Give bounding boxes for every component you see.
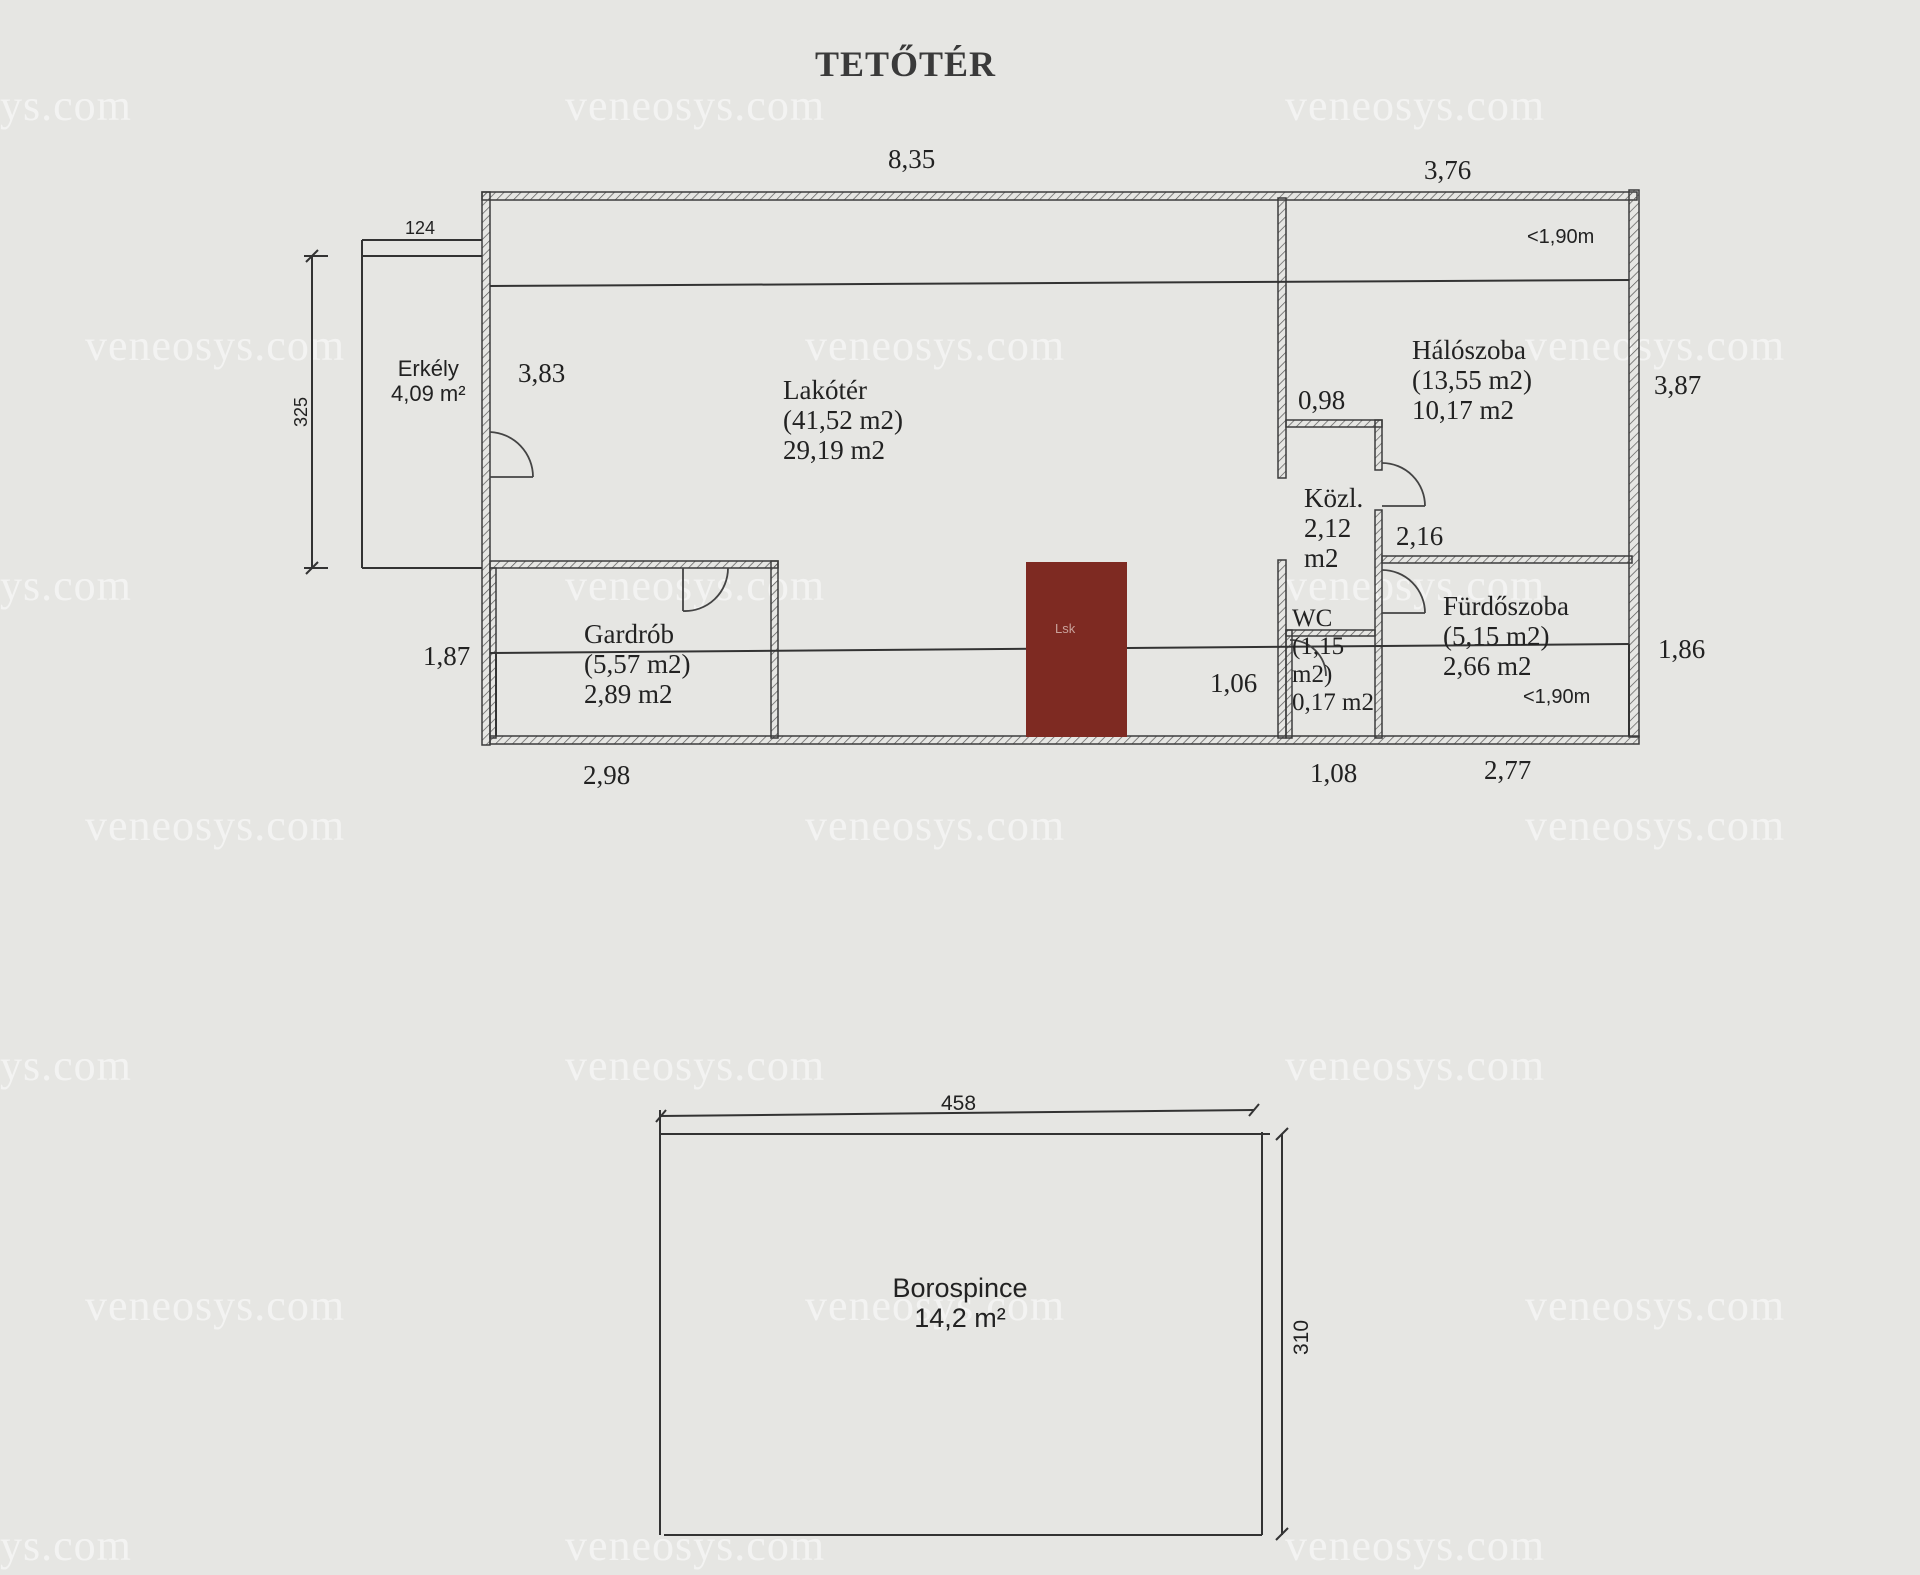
watermark: ys.com	[0, 81, 132, 130]
room-corridor: Közl. 2,12 m2	[1304, 483, 1363, 574]
cellar-width: 458	[941, 1092, 977, 1115]
room-balcony-name: Erkély	[397, 356, 459, 381]
room-bedroom-name: Hálószoba	[1412, 335, 1526, 365]
room-balcony-area: 4,09 m²	[391, 380, 466, 406]
watermark: veneosys.com	[565, 81, 826, 130]
dim-left-upper: 3,83	[518, 358, 566, 388]
stair-block	[1026, 562, 1127, 737]
height-note-bottom: <1,90m	[1523, 686, 1591, 708]
room-wc-gross-1: (1,15	[1292, 633, 1345, 660]
cellar-name: Borospince	[892, 1273, 1028, 1303]
dim-corridor-length: 2,16	[1396, 521, 1444, 551]
dim-right-upper: 3,87	[1654, 370, 1702, 400]
room-bedroom: Hálószoba (13,55 m2) 10,17 m2	[1412, 335, 1532, 426]
room-bedroom-gross: (13,55 m2)	[1412, 365, 1532, 396]
watermark: veneosys.com	[1285, 1521, 1546, 1570]
dim-bottom-right: 2,77	[1484, 755, 1532, 785]
watermark: ys.com	[0, 1521, 132, 1570]
dim-balcony-width: 124	[405, 218, 436, 238]
watermark: veneosys.com	[1285, 1041, 1546, 1090]
watermark: veneosys.com	[1285, 81, 1546, 130]
balcony	[304, 239, 482, 575]
room-bedroom-net: 10,17 m2	[1412, 395, 1515, 426]
door-swings	[489, 431, 1426, 677]
room-balcony: Erkély 4,09 m²	[391, 356, 466, 406]
room-wardrobe: Gardrób (5,57 m2) 2,89 m2	[584, 619, 690, 710]
cellar-area: 14,2 m²	[914, 1303, 1006, 1334]
watermark: ys.com	[0, 561, 132, 610]
room-corridor-area-2: m2	[1304, 543, 1339, 574]
dim-bottom-mid: 1,08	[1310, 758, 1358, 788]
watermark: veneosys.com	[805, 1281, 1066, 1330]
room-living: Lakótér (41,52 m2) 29,19 m2	[783, 375, 903, 466]
room-bathroom: Fürdőszoba (5,15 m2) 2,66 m2	[1443, 591, 1569, 682]
room-wc-name: WC	[1292, 605, 1333, 632]
watermark: veneosys.com	[1525, 1281, 1786, 1330]
stair-label: Lsk	[1055, 621, 1076, 636]
watermark: veneosys.com	[805, 321, 1066, 370]
dim-corridor-width: 0,98	[1298, 385, 1346, 415]
watermark: veneosys.com	[85, 801, 346, 850]
room-living-gross: (41,52 m2)	[783, 405, 903, 436]
room-bathroom-name: Fürdőszoba	[1443, 591, 1569, 621]
watermark: veneosys.com	[565, 561, 826, 610]
room-corridor-name: Közl.	[1304, 483, 1364, 513]
dim-top-right: 3,76	[1424, 155, 1472, 185]
watermark: veneosys.com	[805, 801, 1066, 850]
cellar-label: Borospince 14,2 m²	[860, 1273, 1060, 1333]
page-title: TETŐTÉR	[815, 44, 997, 84]
room-corridor-area-1: 2,12	[1304, 513, 1352, 544]
watermark: veneosys.com	[565, 1041, 826, 1090]
room-wardrobe-name: Gardrób	[584, 619, 674, 649]
dim-balcony-depth: 325	[291, 396, 311, 427]
dim-bottom-left: 2,98	[583, 760, 631, 790]
height-note-top: <1,90m	[1527, 226, 1595, 248]
cellar-outline	[655, 1103, 1289, 1541]
cellar-depth: 310	[1290, 1319, 1313, 1355]
dim-left-lower: 1,87	[423, 641, 471, 671]
watermark: veneosys.com	[1525, 801, 1786, 850]
room-bathroom-net: 2,66 m2	[1443, 651, 1532, 682]
watermark: veneosys.com	[85, 321, 346, 370]
dim-inner-lower: 1,06	[1210, 668, 1258, 698]
watermark: veneosys.com	[85, 1281, 346, 1330]
watermark: veneosys.com	[1525, 321, 1786, 370]
dim-top-left: 8,35	[888, 144, 936, 174]
room-wardrobe-gross: (5,57 m2)	[584, 649, 691, 680]
room-wc-gross-2: m2)	[1292, 661, 1333, 688]
dim-right-lower: 1,86	[1658, 634, 1706, 664]
room-wc-net: 0,17 m2	[1292, 689, 1374, 716]
watermark: veneosys.com	[565, 1521, 826, 1570]
room-wc: WC (1,15 m2) 0,17 m2	[1292, 605, 1374, 717]
room-bathroom-gross: (5,15 m2)	[1443, 621, 1550, 652]
room-wardrobe-net: 2,89 m2	[584, 679, 673, 710]
watermark: ys.com	[0, 1041, 132, 1090]
room-living-net: 29,19 m2	[783, 435, 886, 466]
room-living-name: Lakótér	[783, 375, 867, 405]
